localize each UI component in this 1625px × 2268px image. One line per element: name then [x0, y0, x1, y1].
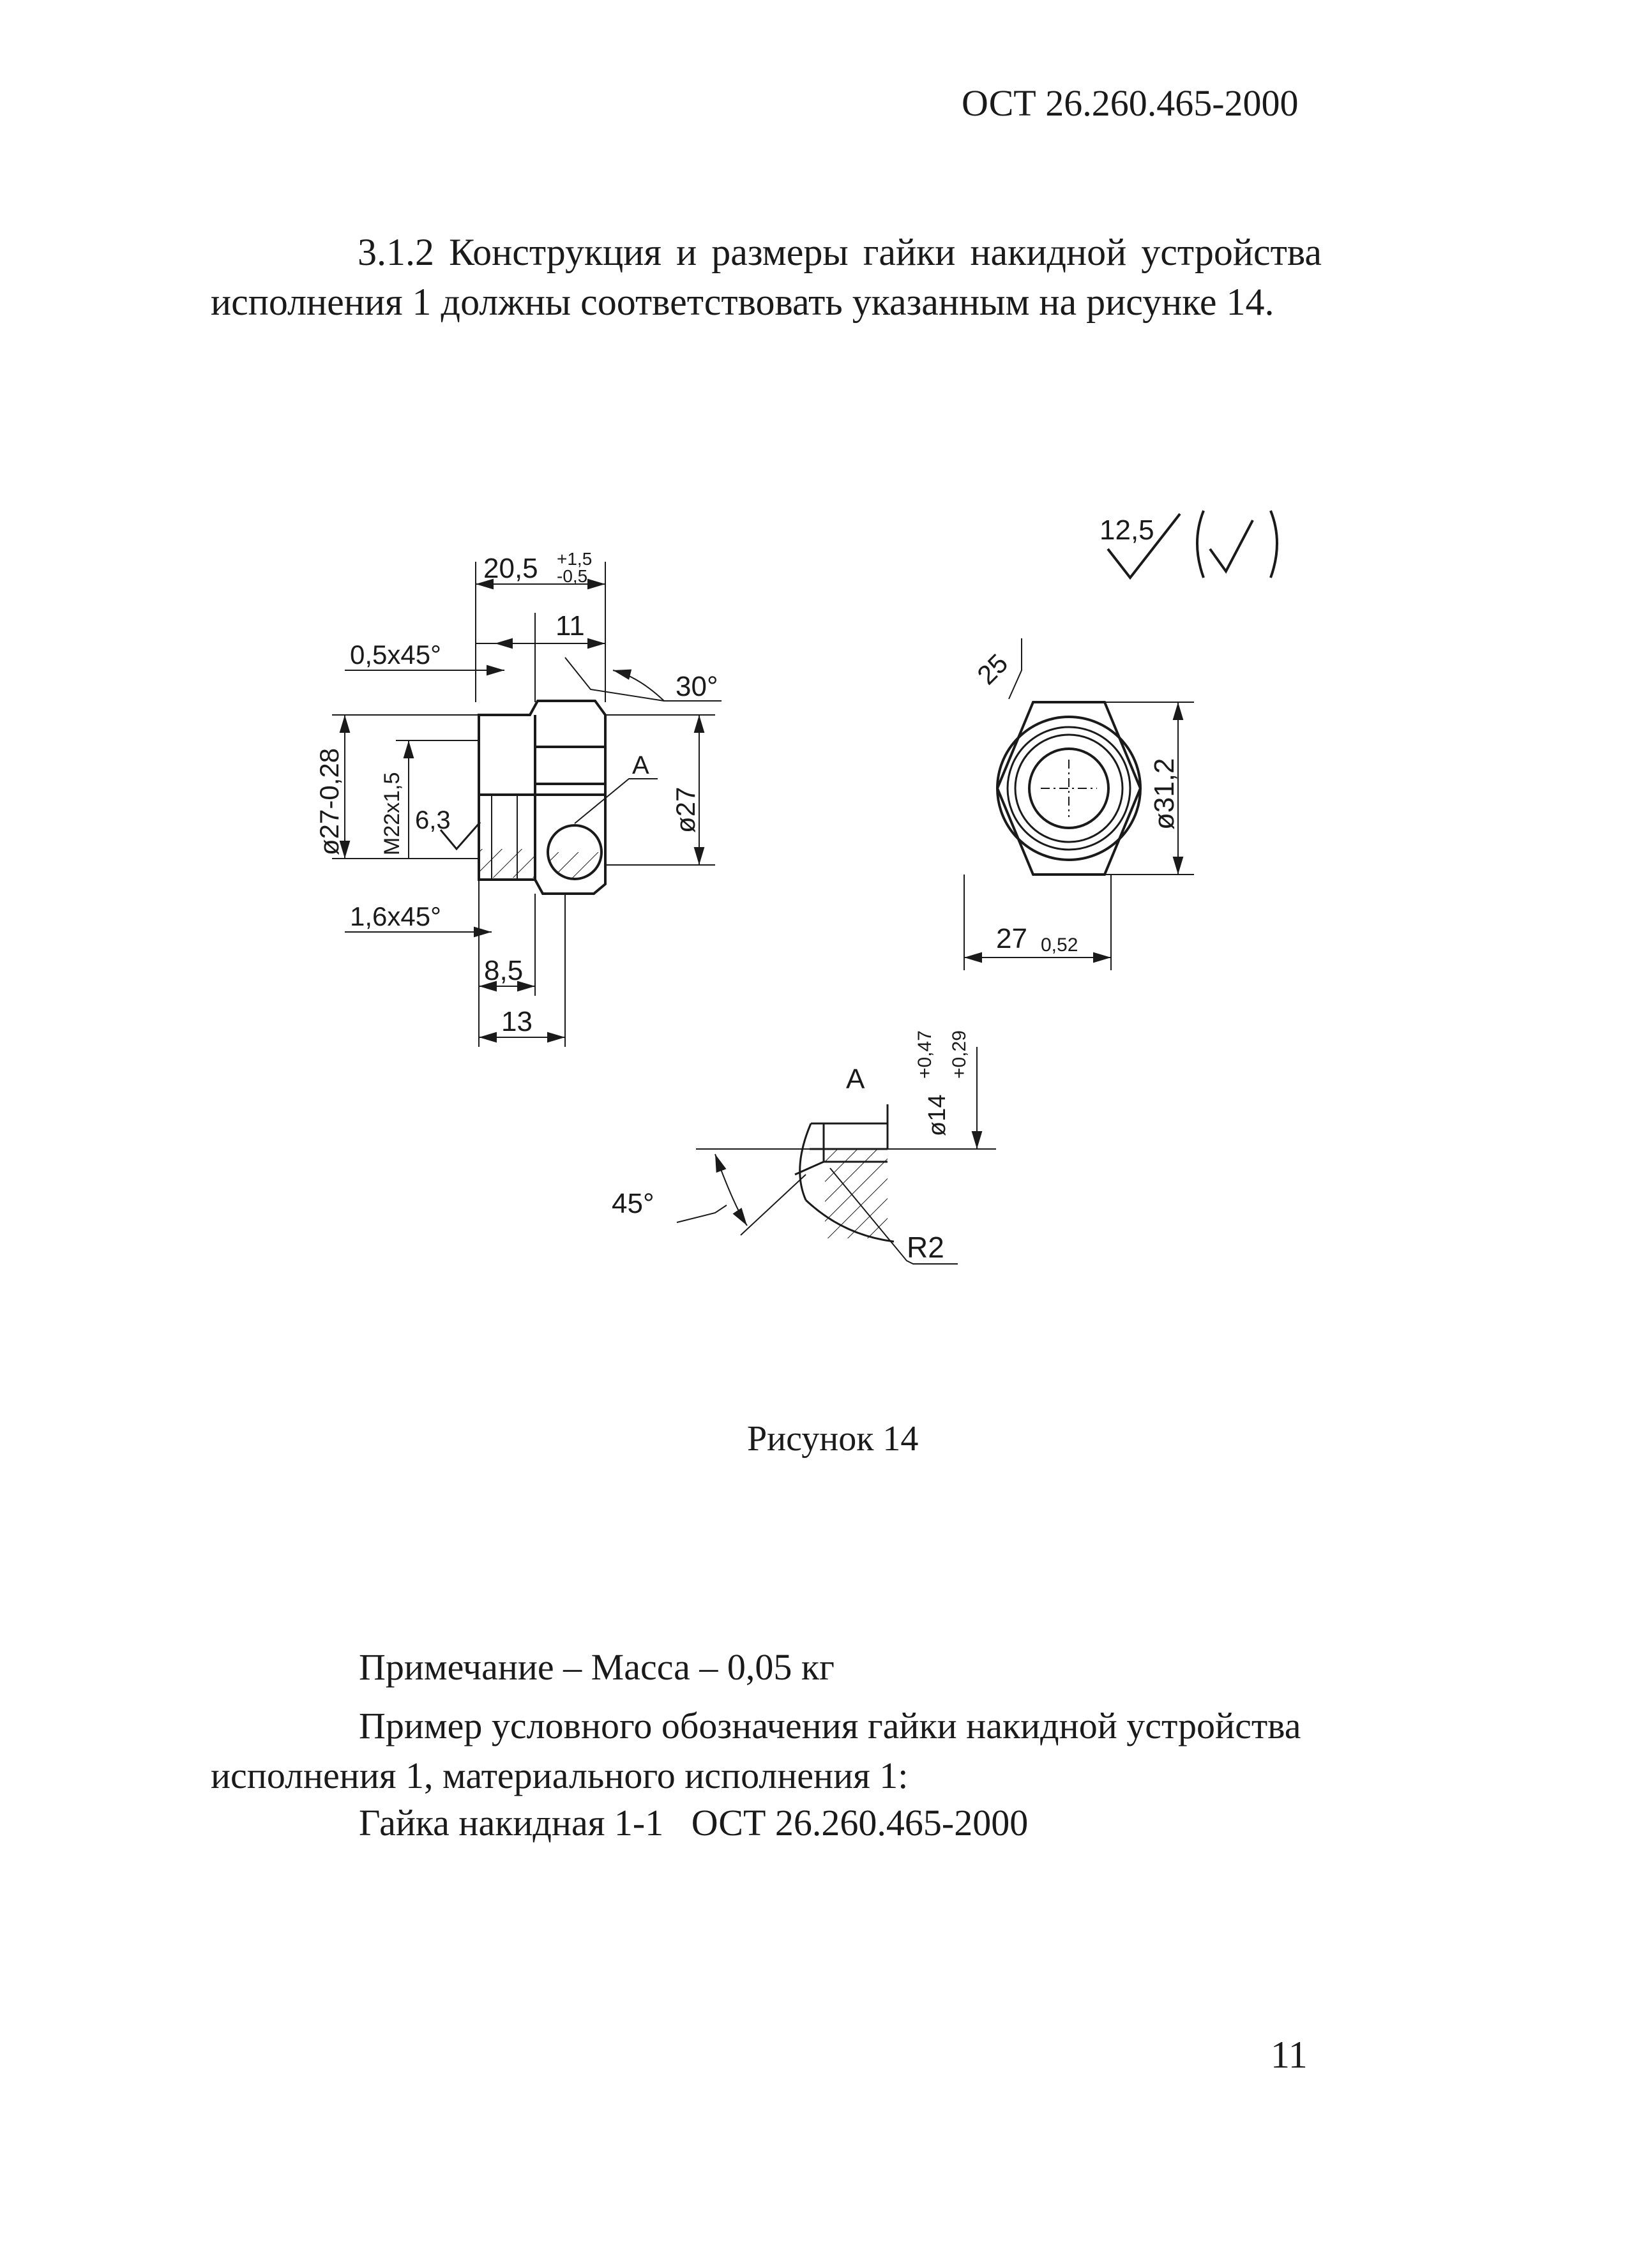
- roughness-value: 12,5: [1100, 514, 1154, 546]
- mass-note: Примечание – Масса – 0,05 кг: [359, 1646, 835, 1688]
- document-code: ОСТ 26.260.465-2000: [962, 82, 1299, 124]
- width-tol: 0,52: [1041, 935, 1078, 956]
- detail-a: [676, 1047, 996, 1265]
- detail-angle-45: 45°: [612, 1188, 654, 1219]
- example-designation: Гайка накидная 1-1 ОСТ 26.260.465-2000: [359, 1802, 1029, 1844]
- width-27: 27: [996, 923, 1027, 954]
- end-view: [964, 638, 1194, 970]
- page-number: 11: [1271, 2034, 1308, 2076]
- roughness-symbol: 12,5: [1100, 510, 1278, 580]
- example-line-1: Пример условного обозначения гайки накид…: [359, 1705, 1301, 1746]
- side-view: [332, 562, 722, 1047]
- dim-length-tol-upper: +1,5: [557, 549, 592, 569]
- example-line-2: исполнения 1, материального исполнения 1…: [211, 1755, 909, 1796]
- roughness-inner: 6,3: [415, 806, 451, 834]
- dim-13: 13: [501, 1006, 533, 1037]
- dim-8-5: 8,5: [484, 955, 523, 986]
- chamfer-bottom: 1,6x45°: [350, 901, 441, 931]
- roughness-25: 25: [971, 648, 1013, 690]
- chamfer-top: 0,5x45°: [350, 640, 441, 670]
- thread-size: M22x1,5: [380, 772, 404, 855]
- figure-caption: Рисунок 14: [747, 1419, 919, 1459]
- dim-length-tol-lower: -0,5: [557, 566, 587, 586]
- dia-outer: ø27-0,28: [314, 748, 344, 855]
- angle-30: 30°: [676, 671, 718, 702]
- example-paragraph: Пример условного обозначения гайки накид…: [211, 1701, 1322, 1801]
- detail-tol-upper: +0,47: [914, 1030, 935, 1079]
- detail-a-title: A: [846, 1063, 865, 1095]
- detail-dia-14: ø14: [924, 1095, 951, 1136]
- detail-radius: R2: [907, 1231, 944, 1264]
- section-paragraph: 3.1.2 Конструкция и размеры гайки накидн…: [211, 227, 1322, 327]
- section-mark-a: A: [632, 751, 649, 779]
- dia-31-2: ø31,2: [1149, 758, 1180, 830]
- dim-11: 11: [556, 610, 585, 642]
- dim-length: 20,5: [483, 553, 538, 584]
- detail-tol-lower: +0,29: [949, 1030, 970, 1079]
- technical-drawing: 12,5: [314, 510, 1278, 1265]
- paragraph-line-1: 3.1.2 Конструкция и размеры гайки накидн…: [358, 231, 1322, 273]
- dia-27: ø27: [670, 787, 700, 833]
- paragraph-line-2: исполнения 1 должны соответствовать указ…: [211, 281, 1274, 323]
